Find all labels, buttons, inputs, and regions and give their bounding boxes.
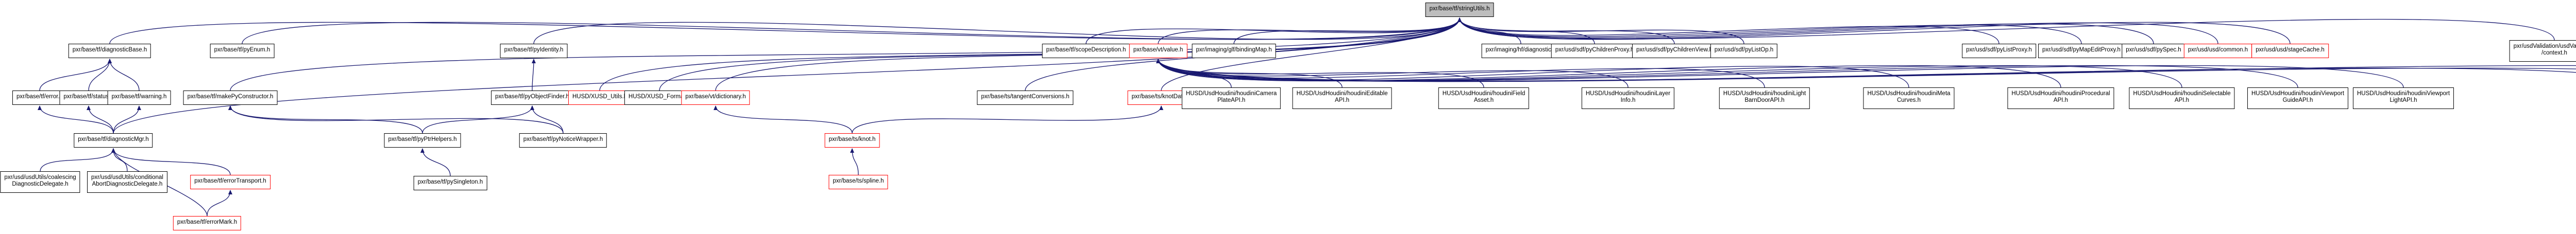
node-usdValidationContext[interactable]: pxr/usdValidation/usdValidation /context… <box>2509 40 2576 62</box>
node-field[interactable]: HUSD/UsdHoudini/houdiniField Asset.h <box>1438 87 1530 109</box>
edge-pyNoticeWrapper-to-makePyConstructor <box>228 105 564 134</box>
node-editable[interactable]: HUSD/UsdHoudini/houdiniEditable API.h <box>1292 87 1392 109</box>
edge-layer-to-value <box>1156 59 1629 88</box>
node-knot[interactable]: pxr/base/ts/knot.h <box>824 133 880 148</box>
edge-pySingleton-to-pyPtrHelpers <box>420 148 451 176</box>
node-diagnosticBase[interactable]: pxr/base/tf/diagnosticBase.h <box>68 44 151 58</box>
edge-pyEnum-to-stringUtils <box>242 17 1462 44</box>
edge-usdValidationContext-to-stringUtils <box>1458 17 2555 41</box>
edge-spline-to-knot <box>850 148 859 175</box>
edge-wrapArray-to-value <box>1156 59 2576 82</box>
node-pyPtrHelpers[interactable]: pxr/base/tf/pyPtrHelpers.h <box>384 133 461 148</box>
node-camera[interactable]: HUSD/UsdHoudini/houdiniCamera PlateAPI.h <box>1181 87 1281 109</box>
edge-pyIdentity-to-stringUtils <box>533 17 1462 44</box>
node-pySpec[interactable]: pxr/usd/sdf/pySpec.h <box>2122 44 2185 58</box>
node-lightBarnDoor[interactable]: HUSD/UsdHoudini/houdiniLight BarnDoorAPI… <box>1719 87 1810 109</box>
edge-errorMark-to-errorTransport <box>207 190 232 217</box>
edge-rootLayerData-to-value <box>1156 59 2576 82</box>
node-pySingleton[interactable]: pxr/base/tf/pySingleton.h <box>413 176 487 190</box>
edge-viewportLight-to-value <box>1156 59 2404 88</box>
node-diagnosticMgr[interactable]: pxr/base/tf/diagnosticMgr.h <box>74 133 153 148</box>
edge-diagnosticMgr-to-error <box>38 105 114 134</box>
edge-stageCache-to-stringUtils <box>1458 17 2291 44</box>
edge-coalescing-to-diagnosticMgr <box>40 148 115 172</box>
edge-selectable-to-value <box>1156 59 2182 88</box>
node-pyChildrenProxy[interactable]: pxr/usd/sdf/pyChildrenProxy.h <box>1551 44 1638 58</box>
node-usdCommon[interactable]: pxr/usd/usd/common.h <box>2183 44 2252 58</box>
edge-diagnosticMgr-to-warning <box>113 105 141 134</box>
node-viewportGuide[interactable]: HUSD/UsdHoudini/houdiniViewport GuideAPI… <box>2247 87 2349 109</box>
node-pyEnum[interactable]: pxr/base/tf/pyEnum.h <box>210 44 275 58</box>
node-stringUtils[interactable]: pxr/base/tf/stringUtils.h <box>1425 3 1494 17</box>
edge-pyObjectFinder-to-pyIdentity <box>531 59 536 91</box>
edge-diagnosticMgr-to-stringUtils <box>113 17 1462 134</box>
node-layer[interactable]: HUSD/UsdHoudini/houdiniLayer Info.h <box>1581 87 1675 109</box>
edge-makePyConstructor-to-stringUtils <box>230 17 1462 91</box>
edge-group <box>38 17 2576 217</box>
edge-knot-to-dictionary <box>714 105 853 134</box>
node-procedural[interactable]: HUSD/UsdHoudini/houdiniProcedural API.h <box>2007 87 2114 109</box>
edge-pyListEditorProxy-to-value <box>1156 59 2576 82</box>
node-stageCache[interactable]: pxr/usd/usd/stageCache.h <box>2251 44 2329 58</box>
edge-diagnosticMgr-to-status <box>87 105 114 134</box>
edge-status-to-diagnosticBase <box>88 59 112 91</box>
node-errorTransport[interactable]: pxr/base/tf/errorTransport.h <box>190 175 270 189</box>
node-warning[interactable]: pxr/base/tf/warning.h <box>107 91 171 105</box>
node-errorMark[interactable]: pxr/base/tf/errorMark.h <box>173 216 242 230</box>
node-scopeDescription[interactable]: pxr/base/tf/scopeDescription.h <box>1042 44 1130 58</box>
edge-pyNoticeWrapper-to-pyObjectFinder <box>530 105 564 134</box>
node-pyIdentity[interactable]: pxr/base/tf/pyIdentity.h <box>500 44 568 58</box>
edge-pyListOp-to-stringUtils <box>1458 17 1744 44</box>
node-pyListOp[interactable]: pxr/usd/sdf/pyListOp.h <box>1710 44 1778 58</box>
node-spline[interactable]: pxr/base/ts/spline.h <box>828 175 888 189</box>
node-hfDiagnostic[interactable]: pxr/imaging/hf/diagnostic.h <box>1481 44 1561 58</box>
edge-bindingMap-to-stringUtils <box>1233 17 1462 44</box>
edge-pySpec-to-stringUtils <box>1458 17 2154 44</box>
edge-errorTransport-to-diagnosticMgr <box>111 148 231 175</box>
node-makePyConstructor[interactable]: pxr/base/tf/makePyConstructor.h <box>183 91 278 105</box>
edge-procedural-to-value <box>1156 59 2061 88</box>
edge-diagnosticBase-to-stringUtils <box>109 17 1462 44</box>
node-pyChildrenView[interactable]: pxr/usd/sdf/pyChildrenView.h <box>1632 44 1717 58</box>
node-pyMapEditProxy[interactable]: pxr/usd/sdf/pyMapEditProxy.h <box>2038 44 2125 58</box>
node-xusdUtils[interactable]: HUSD/XUSD_Utils.h <box>568 91 632 105</box>
edge-scopeDescription-to-stringUtils <box>1086 17 1462 44</box>
edge-error-to-diagnosticBase <box>39 59 112 91</box>
node-bindingMap[interactable]: pxr/imaging/glf/bindingMap.h <box>1192 44 1276 58</box>
node-coalescing[interactable]: pxr/usd/usdUtils/coalescing DiagnosticDe… <box>0 171 80 193</box>
node-value[interactable]: pxr/base/vt/value.h <box>1129 44 1188 58</box>
node-meta[interactable]: HUSD/UsdHoudini/houdiniMeta Curves.h <box>1863 87 1955 109</box>
node-error[interactable]: pxr/base/tf/error.h <box>12 91 67 105</box>
node-conditionalAbort[interactable]: pxr/usd/usdUtils/conditional AbortDiagno… <box>87 171 167 193</box>
edge-meta-to-value <box>1156 59 1909 88</box>
edge-xusdUtils-to-stringUtils <box>599 17 1462 91</box>
edge-warning-to-diagnosticBase <box>108 59 140 91</box>
node-pyListProxy[interactable]: pxr/usd/sdf/pyListProxy.h <box>1962 44 2036 58</box>
edge-conditionalAbort-to-diagnosticMgr <box>111 148 128 172</box>
node-pyObjectFinder[interactable]: pxr/base/tf/pyObjectFinder.h <box>491 91 573 105</box>
edge-knot-to-knotData <box>852 105 1163 134</box>
node-viewportLight[interactable]: HUSD/UsdHoudini/houdiniViewport LightAPI… <box>2352 87 2454 109</box>
edge-field-to-value <box>1156 59 1484 88</box>
node-pyNoticeWrapper[interactable]: pxr/base/tf/pyNoticeWrapper.h <box>519 133 607 148</box>
node-tangentConversions[interactable]: pxr/base/ts/tangentConversions.h <box>977 91 1074 105</box>
edge-pyPtrHelpers-to-pyObjectFinder <box>422 105 534 134</box>
node-selectable[interactable]: HUSD/UsdHoudini/houdiniSelectable API.h <box>2129 87 2235 109</box>
edge-knotData-to-stringUtils <box>1161 17 1462 91</box>
node-dictionary[interactable]: pxr/base/vt/dictionary.h <box>681 91 750 105</box>
